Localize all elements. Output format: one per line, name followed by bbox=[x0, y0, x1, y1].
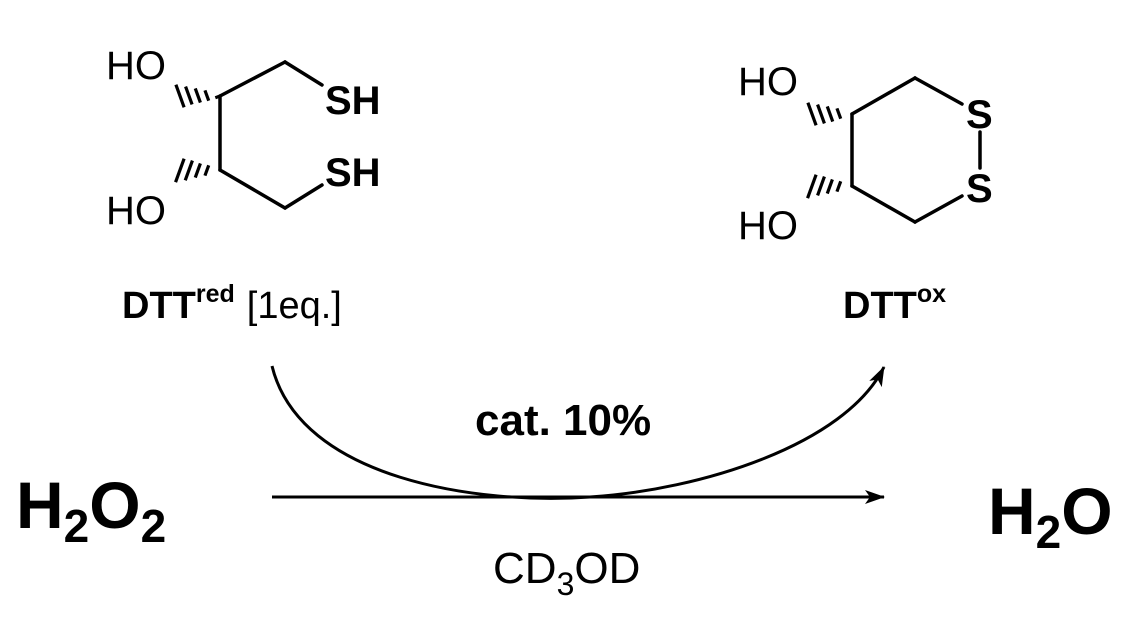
catalyst-label: cat. 10% bbox=[475, 396, 651, 445]
reactant-name: DTT bbox=[122, 285, 196, 327]
hydroxyl-label-bottom: HO bbox=[106, 189, 166, 233]
dtt-red-structure: HO HO SH SH bbox=[106, 44, 381, 233]
hydroxyl-label-top: HO bbox=[738, 60, 798, 104]
svg-text:DTTox: DTTox bbox=[843, 280, 946, 327]
water-label: H2O bbox=[988, 474, 1113, 558]
bond bbox=[850, 184, 917, 224]
hydroxyl-label-bottom: HO bbox=[738, 204, 798, 248]
reactant-amount: [1eq.] bbox=[247, 285, 342, 327]
thiol-label-top: SH bbox=[325, 79, 381, 123]
product-name: DTT bbox=[843, 285, 917, 327]
bond bbox=[850, 76, 917, 116]
bond bbox=[283, 60, 324, 87]
hashed-wedge bbox=[174, 158, 211, 183]
bond bbox=[218, 168, 287, 210]
bond bbox=[913, 76, 964, 106]
bond bbox=[283, 183, 324, 210]
hydrogen-peroxide-label: H2O2 bbox=[16, 468, 166, 552]
hashed-wedge bbox=[806, 102, 843, 126]
dtt-red-caption: DTTred [1eq.] bbox=[122, 280, 342, 327]
dtt-ox-caption: DTTox bbox=[843, 280, 946, 327]
bond bbox=[218, 60, 287, 98]
reactant-superscript: red bbox=[196, 280, 235, 308]
hashed-wedge bbox=[806, 174, 843, 199]
thiol-label-bottom: SH bbox=[325, 151, 381, 195]
sulfur-label-bottom: S bbox=[966, 167, 993, 211]
sulfur-label-top: S bbox=[966, 93, 993, 137]
product-superscript: ox bbox=[917, 280, 946, 308]
hydroxyl-label-top: HO bbox=[106, 44, 166, 88]
bond bbox=[913, 194, 964, 224]
hashed-wedge bbox=[174, 84, 220, 108]
dtt-ox-structure: HO HO S S bbox=[738, 60, 993, 248]
solvent-label: CD3OD bbox=[493, 544, 640, 602]
svg-text:DTTred[1eq.]: DTTred [1eq.] bbox=[122, 280, 342, 327]
